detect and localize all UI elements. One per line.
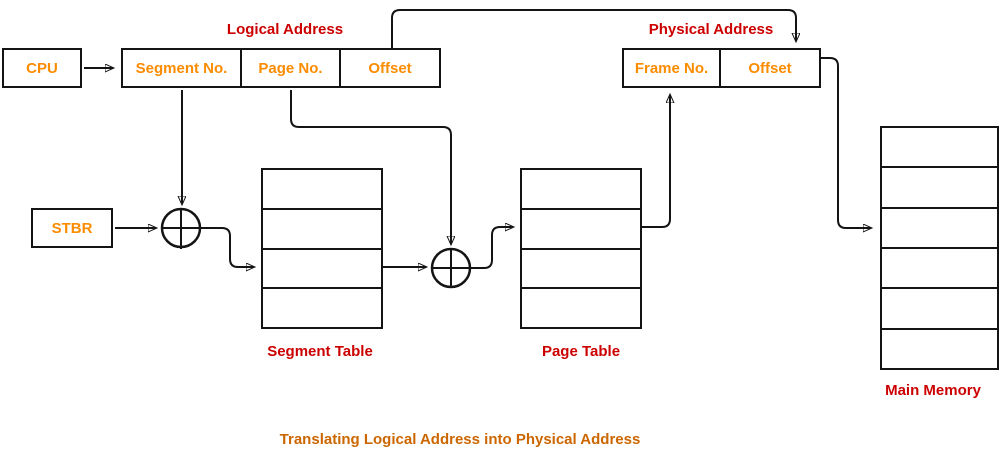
table-row — [522, 209, 640, 250]
physical-offset-cell: Offset — [719, 48, 821, 88]
table-row — [263, 289, 381, 327]
logical-page-no-label: Page No. — [258, 59, 323, 77]
segment-table — [261, 168, 383, 329]
physical-frame-no-cell: Frame No. — [622, 48, 721, 88]
wire-page-no-to-adder2 — [290, 90, 451, 244]
diagram-caption: Translating Logical Address into Physica… — [279, 431, 641, 448]
logical-offset-label: Offset — [368, 59, 412, 77]
logical-segment-no-label: Segment No. — [135, 59, 228, 77]
adder2-icon — [430, 247, 472, 289]
physical-frame-no-label: Frame No. — [634, 59, 709, 77]
logical-segment-no-cell: Segment No. — [121, 48, 242, 88]
physical-address-box: Frame No. Offset — [622, 48, 821, 88]
wire-adder1-to-segment-table — [200, 227, 254, 267]
segment-table-label: Segment Table — [267, 343, 373, 360]
cpu-label: CPU — [26, 59, 58, 77]
logical-address-title: Logical Address — [226, 21, 344, 38]
stbr-box: STBR — [31, 208, 113, 248]
wire-logical-offset-to-physical-offset — [391, 9, 796, 48]
page-table-label: Page Table — [541, 343, 621, 360]
table-row — [522, 289, 640, 327]
logical-address-box: Segment No. Page No. Offset — [121, 48, 441, 88]
main-memory-label: Main Memory — [885, 382, 981, 399]
table-row — [882, 248, 997, 290]
stbr-label: STBR — [51, 219, 93, 237]
wire-page-table-to-frame-no — [642, 95, 670, 228]
table-row — [882, 128, 997, 169]
table-row — [882, 329, 997, 368]
table-row — [263, 249, 381, 290]
main-memory-table — [880, 126, 999, 370]
logical-page-no-cell: Page No. — [240, 48, 341, 88]
physical-address-title: Physical Address — [648, 21, 774, 38]
adder1-icon — [160, 207, 202, 249]
table-row — [522, 170, 640, 210]
wire-adder2-to-page-table — [470, 227, 513, 269]
cpu-box: CPU — [2, 48, 82, 88]
logical-offset-cell: Offset — [339, 48, 441, 88]
physical-offset-label: Offset — [748, 59, 792, 77]
table-row — [522, 249, 640, 290]
wire-physical-address-to-main-memory — [821, 57, 871, 228]
table-row — [263, 170, 381, 210]
table-row — [882, 168, 997, 209]
table-row — [263, 209, 381, 250]
page-table — [520, 168, 642, 329]
table-row — [882, 208, 997, 249]
table-row — [882, 289, 997, 330]
